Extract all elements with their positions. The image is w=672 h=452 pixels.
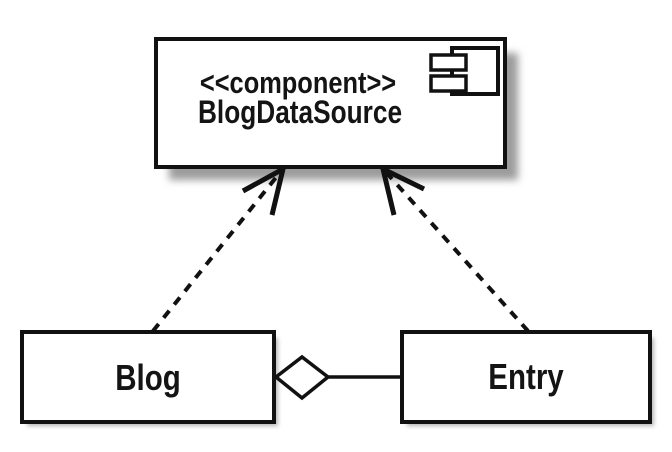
node-layer: [20, 37, 652, 424]
aggregation-diamond: [273, 354, 331, 401]
connector-layer: [151, 164, 530, 379]
class-label-blog: Blog: [115, 357, 181, 397]
class-box-blog: [20, 330, 276, 424]
component-icon-tab-top: [429, 53, 468, 72]
component-icon: [429, 46, 500, 96]
dependency-arrow-blog: [151, 168, 284, 333]
class-label-entry: Entry: [488, 356, 564, 396]
label-layer: <<component>> BlogDataSource Blog Entry: [115, 66, 564, 398]
component-icon-tab-bottom: [429, 74, 468, 93]
component-name-label: BlogDataSource: [198, 96, 402, 131]
component-stereotype-label: <<component>>: [200, 66, 396, 101]
dependency-arrow-entry: [382, 168, 530, 333]
class-box-entry: [400, 330, 652, 424]
